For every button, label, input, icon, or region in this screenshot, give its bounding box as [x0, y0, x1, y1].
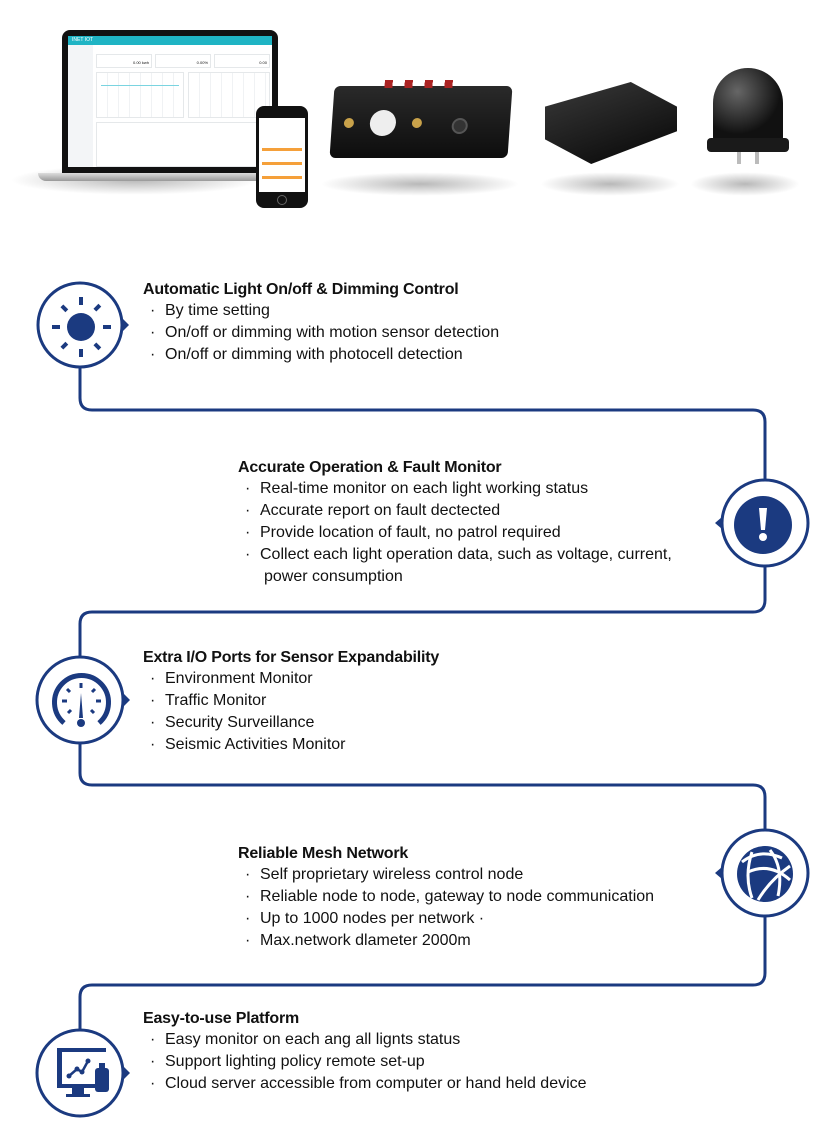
feature-item-continuation: power consumption — [264, 568, 403, 585]
feature-item: Self proprietary wireless control node — [238, 864, 654, 886]
mesh-network-icon — [737, 846, 793, 902]
feature-item: Collect each light operation data, such … — [238, 544, 672, 566]
stat-energy: 0.00 kwh — [96, 54, 152, 68]
stat-percent: 0.00% — [155, 54, 211, 68]
stat-value: 0.00 — [214, 54, 270, 68]
feature-mesh-network: Reliable Mesh Network Self proprietary w… — [238, 843, 654, 952]
feature-item: Reliable node to node, gateway to node c… — [238, 886, 654, 908]
feature-item: On/off or dimming with motion sensor det… — [143, 322, 499, 344]
feature-fault-monitor: Accurate Operation & Fault Monitor Real-… — [238, 457, 672, 588]
feature-item: Traffic Monitor — [143, 690, 439, 712]
connector-line — [78, 367, 767, 480]
alert-icon — [734, 496, 792, 554]
feature-title: Automatic Light On/off & Dimming Control — [143, 281, 459, 298]
feature-title: Accurate Operation & Fault Monitor — [238, 459, 502, 476]
feature-item: Cloud server accessible from computer or… — [143, 1073, 587, 1095]
laptop-image: INET IOT 0.00 kwh 0.00% 0.00 — [62, 30, 278, 173]
feature-platform: Easy-to-use Platform Easy monitor on eac… — [143, 1008, 587, 1095]
connector-line — [78, 566, 767, 657]
feature-item: Support lighting policy remote set-up — [143, 1051, 587, 1073]
feature-item: Easy monitor on each ang all lignts stat… — [143, 1029, 587, 1051]
feature-title: Easy-to-use Platform — [143, 1010, 300, 1027]
dashboard-header: INET IOT — [68, 36, 272, 45]
feature-title: Extra I/O Ports for Sensor Expandability — [143, 649, 440, 666]
feature-item: Environment Monitor — [143, 668, 439, 690]
feature-item: Accurate report on fault dectected — [238, 500, 672, 522]
feature-item: On/off or dimming with photocell detecti… — [143, 344, 499, 366]
feature-item: Max.network dlameter 2000m — [238, 930, 654, 952]
feature-item: Provide location of fault, no patrol req… — [238, 522, 672, 544]
sun-icon — [52, 297, 111, 357]
phone-image — [256, 106, 308, 208]
connector-line — [78, 916, 767, 1030]
platform-monitor-icon — [57, 1048, 109, 1097]
feature-light-control: Automatic Light On/off & Dimming Control… — [143, 279, 499, 366]
feature-item: By time setting — [143, 300, 499, 322]
gauge-icon — [52, 673, 111, 727]
feature-item: Security Surveillance — [143, 712, 439, 734]
feature-item: Seismic Activities Monitor — [143, 734, 439, 756]
feature-item: Up to 1000 nodes per network · — [238, 908, 654, 930]
feature-title: Reliable Mesh Network — [238, 845, 409, 862]
connector-line — [78, 743, 767, 830]
photocell-image — [707, 68, 789, 166]
feature-io-ports: Extra I/O Ports for Sensor Expandability… — [143, 647, 439, 756]
feature-item: Real-time monitor on each light working … — [238, 478, 672, 500]
